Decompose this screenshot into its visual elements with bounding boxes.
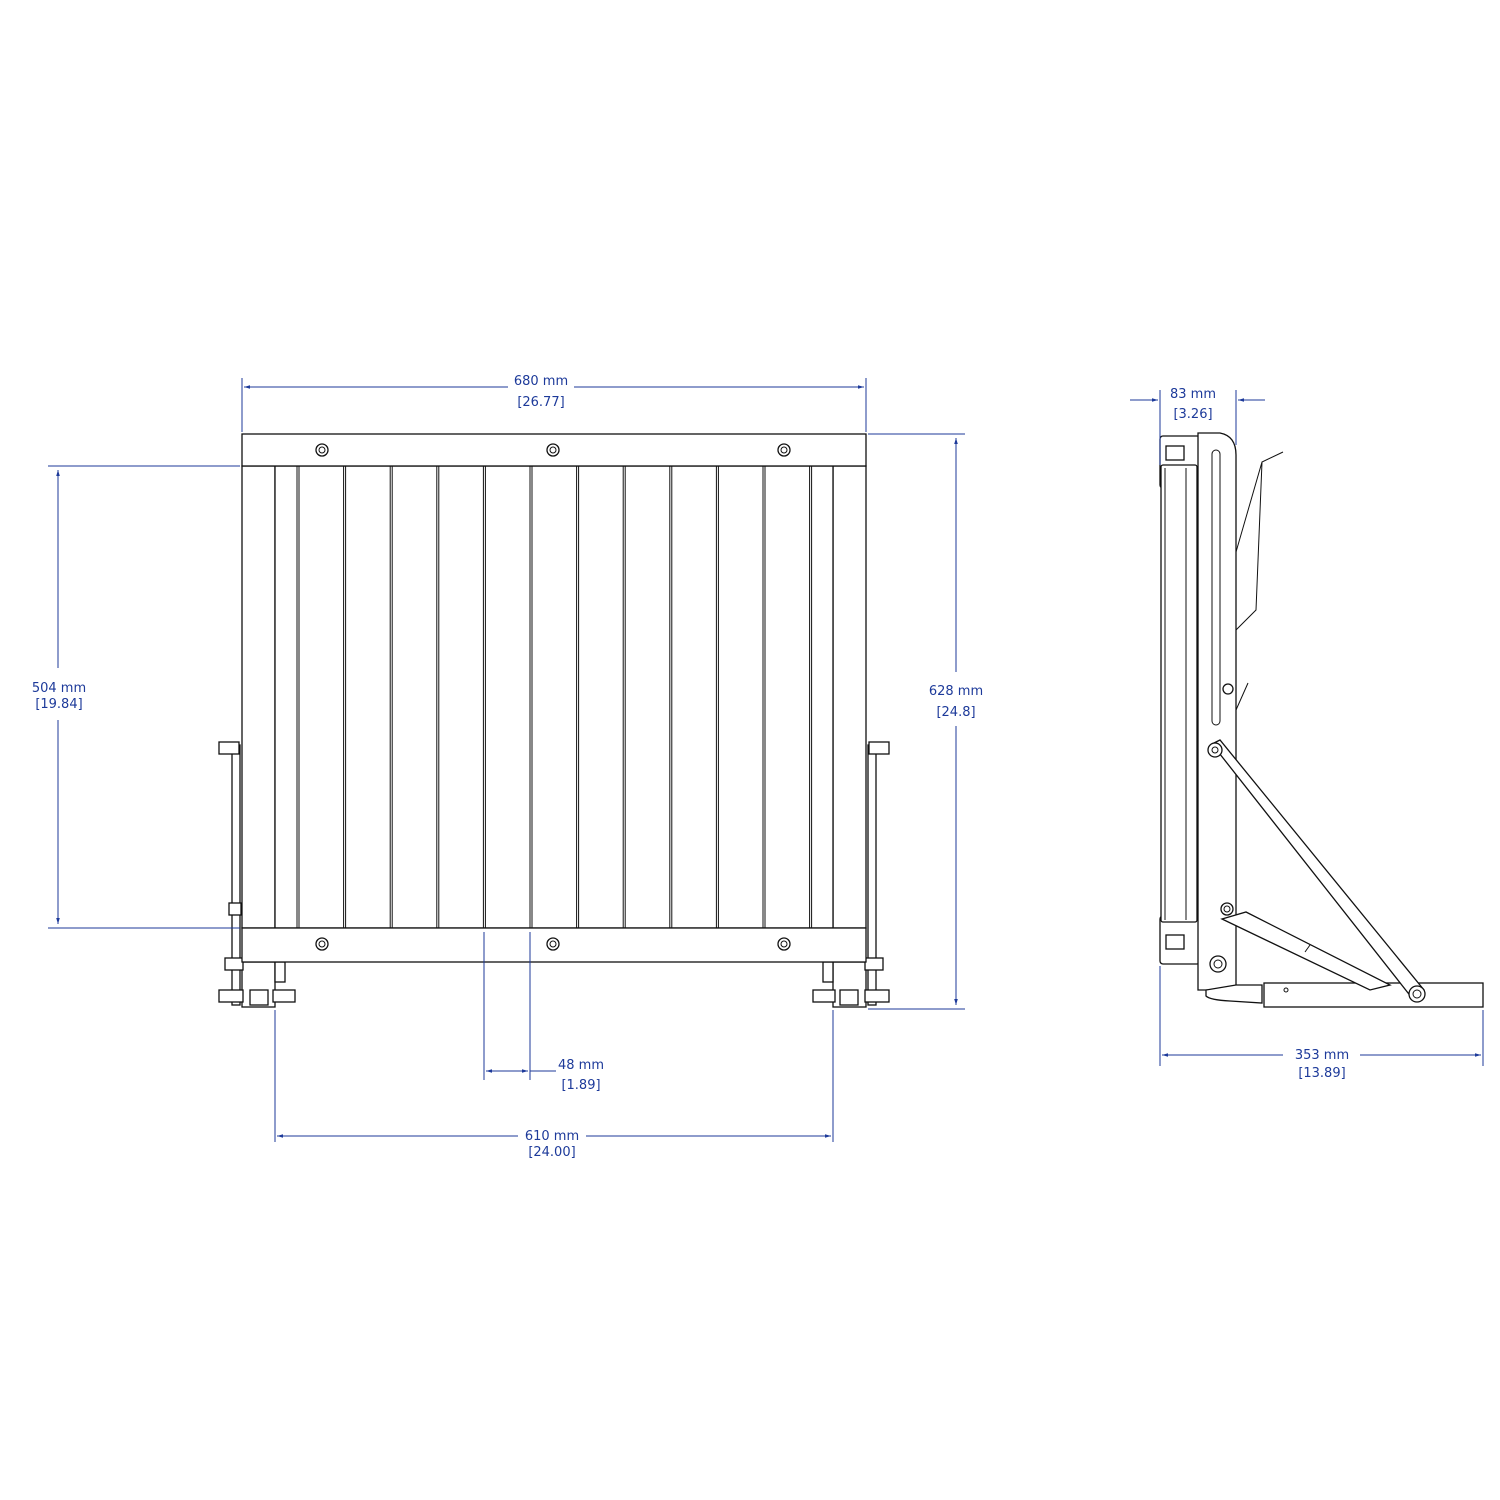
dim-label-mm: 353 mm <box>1295 1048 1349 1063</box>
bolt <box>780 940 788 948</box>
shelf-arm <box>1263 982 1484 1008</box>
dim-label-in: [26.77] <box>517 395 564 410</box>
bolt <box>318 940 326 948</box>
bolt <box>549 446 557 454</box>
dim-label-in: [24.8] <box>936 705 975 720</box>
bolt <box>546 443 560 457</box>
dim-label-mm: 48 mm <box>558 1058 604 1073</box>
slat-panel <box>274 465 834 929</box>
front-view <box>218 433 890 1008</box>
bolt <box>777 443 791 457</box>
wall-plate <box>1197 432 1237 991</box>
pivot-bolts <box>1207 683 1426 1003</box>
dim-label-in: [24.00] <box>528 1145 575 1160</box>
dim-label-mm: 83 mm <box>1170 387 1216 402</box>
foot-bracket <box>1205 984 1263 1004</box>
left-upright <box>241 465 276 929</box>
dim-folded-depth: 83 mm [3.26] <box>1130 387 1265 465</box>
clip-plate <box>1165 934 1185 950</box>
dim-label-mm: 504 mm <box>32 681 86 696</box>
bolt <box>546 937 560 951</box>
bolt <box>318 446 326 454</box>
slats <box>296 466 813 928</box>
dim-extended-depth: 353 mm [13.89] <box>1159 966 1484 1081</box>
dim-overall-height: 628 mm [24.8] <box>868 433 983 1010</box>
clip-plate <box>1165 445 1185 461</box>
dim-frame-height: 504 mm [19.84] <box>32 465 240 929</box>
dim-mount-width: 610 mm [24.00] <box>274 1010 834 1160</box>
dim-label-mm: 628 mm <box>929 684 983 699</box>
dim-label-mm: 680 mm <box>514 374 568 389</box>
bolts <box>315 443 791 951</box>
dim-label-in: [13.89] <box>1298 1066 1345 1081</box>
dim-label-in: [3.26] <box>1173 407 1212 422</box>
dim-overall-width: 680 mm [26.77] <box>241 372 867 432</box>
bolt <box>777 937 791 951</box>
right-upright <box>832 465 867 929</box>
bolt <box>315 937 329 951</box>
bolt <box>549 940 557 948</box>
side-view <box>1159 432 1484 1008</box>
bolt <box>780 446 788 454</box>
dim-label-in: [1.89] <box>561 1078 600 1093</box>
slat-profile <box>1160 464 1198 923</box>
dim-label-mm: 610 mm <box>525 1129 579 1144</box>
dim-label-in: [19.84] <box>35 697 82 712</box>
dim-slat-pitch: 48 mm [1.89] <box>483 932 604 1093</box>
bolt <box>315 443 329 457</box>
